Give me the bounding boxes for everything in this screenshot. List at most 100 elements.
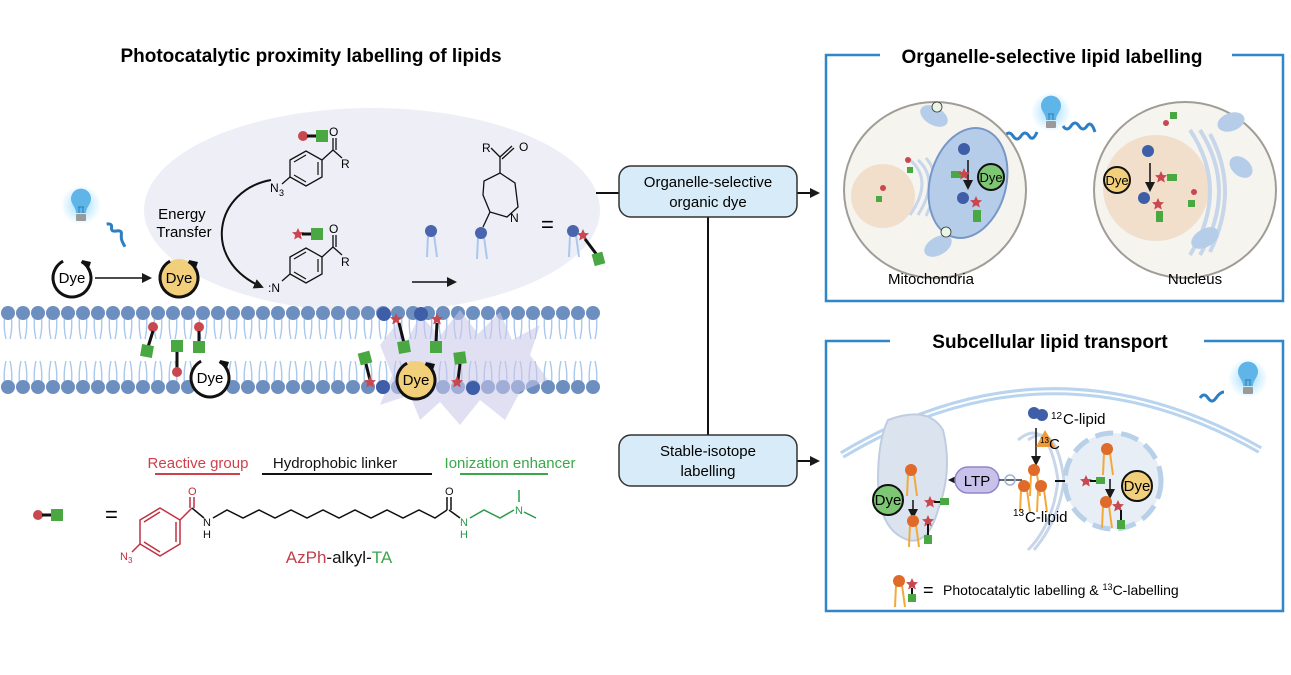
- energy-transfer-label: Energy Transfer: [156, 206, 211, 241]
- svg-text:=: =: [105, 502, 118, 527]
- lipid-head: [46, 380, 60, 394]
- legend-text: Photocatalytic labelling & 13C-labelling: [943, 582, 1179, 598]
- svg-text:O: O: [519, 140, 528, 154]
- svg-text:N: N: [270, 181, 279, 195]
- lipid-head: [346, 380, 360, 394]
- lipid-head: [331, 306, 345, 320]
- lipid-head: [46, 306, 60, 320]
- lipid-head: [361, 306, 375, 320]
- lipid-head: [271, 380, 285, 394]
- left-panel: Photocatalytic proximity labelling of li…: [1, 46, 606, 425]
- lipid-head: [511, 306, 525, 320]
- lipid-head: [256, 306, 270, 320]
- dye-ground-state: Dye: [44, 250, 100, 306]
- svg-text:Dye: Dye: [403, 372, 430, 389]
- lipid-head: [121, 306, 135, 320]
- light-wave-icon: [106, 222, 127, 248]
- lipid-head: [151, 380, 165, 394]
- lipid-head: [526, 306, 540, 320]
- lipid-head: [571, 380, 585, 394]
- svg-text:Dye: Dye: [197, 370, 224, 387]
- svg-text:R: R: [341, 255, 350, 269]
- nucleus-label: Nucleus: [1168, 271, 1222, 288]
- lipid-head: [241, 306, 255, 320]
- labelled-lipids-in-membrane: [357, 307, 480, 395]
- svg-text:labelling: labelling: [680, 463, 735, 480]
- svg-text:H: H: [203, 529, 211, 541]
- svg-text:13: 13: [1040, 436, 1049, 445]
- lipid-head: [61, 380, 75, 394]
- svg-text:3: 3: [128, 556, 133, 565]
- lipid-head: [541, 306, 555, 320]
- svg-text:R: R: [482, 141, 491, 155]
- lipid-head: [106, 306, 120, 320]
- lipid-head: [196, 306, 210, 320]
- svg-text:=: =: [541, 212, 554, 237]
- light-bulb-icon: [1227, 357, 1269, 399]
- lipid-head: [541, 380, 555, 394]
- lipid-head: [286, 380, 300, 394]
- lipid-head: [241, 380, 255, 394]
- segment-hydrophobic-linker: Hydrophobic linker: [273, 455, 397, 472]
- lipid-head: [226, 306, 240, 320]
- svg-text:N: N: [510, 211, 519, 225]
- svg-text:O: O: [329, 125, 338, 139]
- lipid-head: [271, 306, 285, 320]
- lipid-head: [136, 306, 150, 320]
- light-bulb-icon: [1030, 91, 1072, 133]
- nucleus: [1062, 430, 1164, 532]
- lipid-head: [436, 306, 450, 320]
- probe-name: AzPh-alkyl-TA: [286, 548, 393, 567]
- lipid-head: [1, 380, 15, 394]
- lipid-head: [571, 306, 585, 320]
- svg-text:LTP: LTP: [964, 473, 990, 490]
- lipid-head: [211, 306, 225, 320]
- transport-legend: = Photocatalytic labelling & 13C-labelli…: [892, 574, 1179, 608]
- lipid-head: [556, 380, 570, 394]
- lipid-head: [256, 380, 270, 394]
- azepine-product-structure: R O N: [474, 140, 528, 260]
- svg-text:N: N: [203, 517, 211, 529]
- lipid-head: [331, 380, 345, 394]
- membrane-probes: [140, 322, 205, 377]
- c12-lipid-label: C-lipid: [1063, 411, 1106, 428]
- transport-panel-title: Subcellular lipid transport: [932, 332, 1168, 353]
- mitochondria-label: Mitochondria: [888, 271, 975, 288]
- light-wave-left-icon: [1003, 131, 1039, 141]
- organelle-dye-box: Organelle-selective organic dye: [618, 165, 798, 218]
- lipid-head: [76, 306, 90, 320]
- svg-text::N: :N: [268, 281, 280, 295]
- lipid-head: [76, 380, 90, 394]
- svg-text:Dye: Dye: [1105, 173, 1128, 188]
- svg-text:N: N: [515, 505, 523, 517]
- lipid-head: [181, 306, 195, 320]
- lipid-head: [31, 306, 45, 320]
- lipid-head: [316, 380, 330, 394]
- lipid-head: [466, 306, 480, 320]
- lipid-head: [151, 306, 165, 320]
- svg-text:N: N: [120, 551, 128, 563]
- svg-text:O: O: [329, 222, 338, 236]
- svg-text:Dye: Dye: [875, 492, 902, 509]
- lipid-head: [301, 380, 315, 394]
- organelle-selective-panel: Organelle-selective lipid labelling Dye …: [824, 47, 1285, 303]
- segment-reactive-group: Reactive group: [148, 455, 249, 472]
- dye-excited-state: Dye: [151, 250, 207, 306]
- lipid-head: [481, 306, 495, 320]
- lipid-head: [136, 380, 150, 394]
- svg-text:N: N: [460, 517, 468, 529]
- lipid-head: [106, 380, 120, 394]
- lipid-head: [586, 306, 600, 320]
- organelle-panel-title: Organelle-selective lipid labelling: [902, 47, 1203, 68]
- light-wave-right-icon: [1061, 121, 1097, 133]
- lipid-head: [301, 306, 315, 320]
- svg-text:R: R: [341, 157, 350, 171]
- svg-text:Stable-isotope: Stable-isotope: [660, 443, 756, 460]
- svg-text:Dye: Dye: [59, 270, 86, 287]
- lipid-head: [346, 306, 360, 320]
- lipid-head: [121, 380, 135, 394]
- lipid-head: [166, 380, 180, 394]
- svg-text:C: C: [1049, 436, 1060, 453]
- svg-text:organic dye: organic dye: [669, 194, 747, 211]
- svg-text:O: O: [188, 486, 197, 498]
